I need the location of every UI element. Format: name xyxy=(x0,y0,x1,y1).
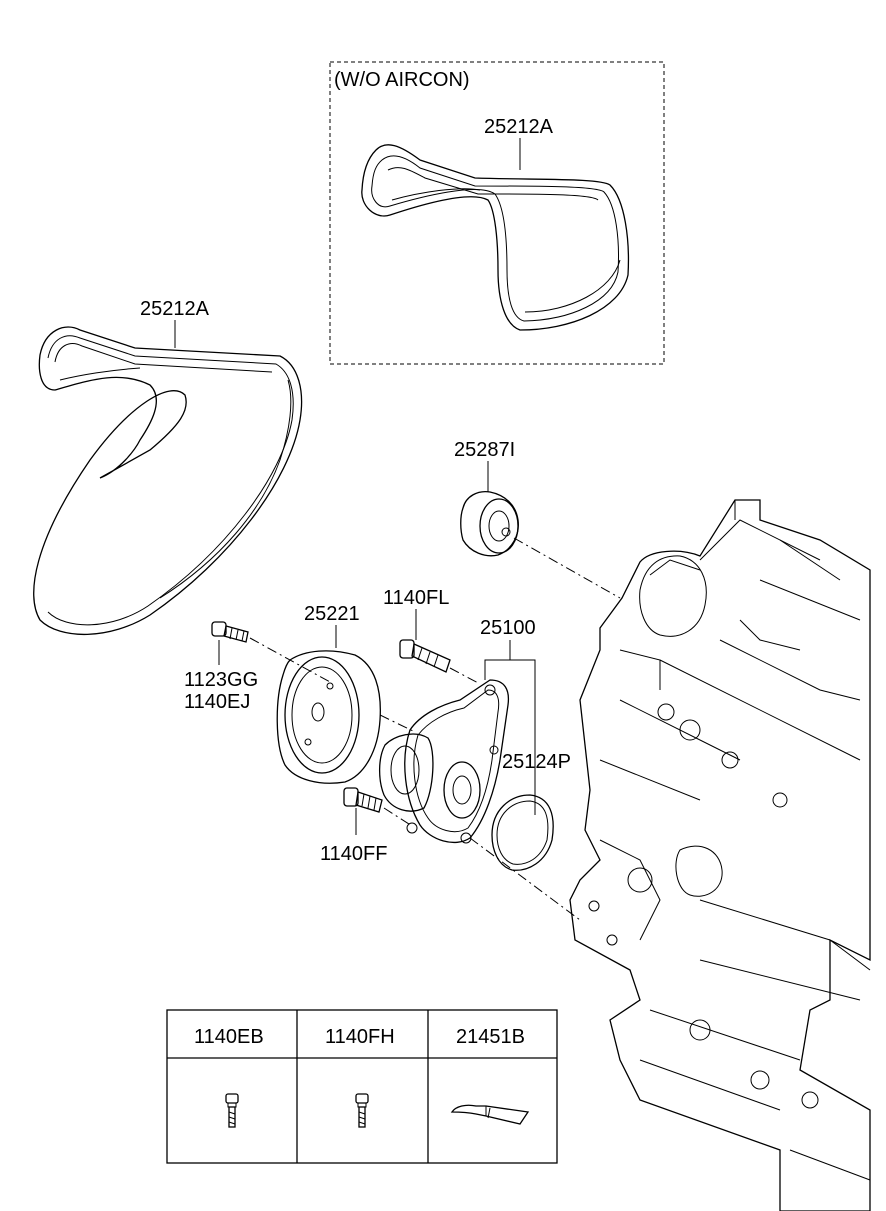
clip-icon xyxy=(450,1104,530,1125)
engine-block-drawing xyxy=(569,499,871,1211)
flange-bolt-icon xyxy=(355,1093,369,1128)
belt-main-drawing: 25212A xyxy=(33,298,303,636)
alignment-line-pulley xyxy=(379,714,416,733)
part-label-bolt-pulley-2: 1140EJ xyxy=(184,691,250,713)
bolt-lower-drawing: 1140FF xyxy=(320,787,413,865)
pump-pulley-drawing: 25221 xyxy=(276,603,381,784)
alignment-line-pump xyxy=(469,837,581,921)
fastener-table: 1140EB 1140FH 21451B xyxy=(166,1009,558,1164)
variant-box: (W/O AIRCON) xyxy=(329,61,665,365)
part-label-water-pump: 25100 xyxy=(480,617,536,639)
variant-box-label: (W/O AIRCON) xyxy=(334,69,470,91)
bolt-icon xyxy=(225,1093,239,1128)
part-label-bolt-upper: 1140FL xyxy=(383,587,449,609)
part-label-pump-pulley: 25221 xyxy=(304,603,360,625)
bolt-pulley-drawing: 1123GG 1140EJ xyxy=(184,621,331,713)
belt-no-aircon-drawing: 25212A xyxy=(361,116,630,331)
part-label-belt-main: 25212A xyxy=(140,298,210,320)
part-label-bolt-pulley-1: 1123GG xyxy=(184,669,258,691)
part-label-bolt-lower: 1140FF xyxy=(320,843,387,865)
idler-pulley-drawing: 25287I xyxy=(454,439,621,599)
bolt-upper-drawing: 1140FL xyxy=(383,587,481,685)
table-header-1: 1140EB xyxy=(194,1026,264,1048)
part-label-idler-pulley: 25287I xyxy=(454,439,515,461)
gasket-drawing: 25124P xyxy=(491,751,571,871)
water-pump-drawing: 25100 xyxy=(378,617,536,844)
part-label-belt-no-aircon: 25212A xyxy=(484,116,554,138)
table-header-3: 21451B xyxy=(456,1026,525,1048)
part-label-gasket: 25124P xyxy=(502,751,571,773)
table-header-2: 1140FH xyxy=(325,1026,395,1048)
